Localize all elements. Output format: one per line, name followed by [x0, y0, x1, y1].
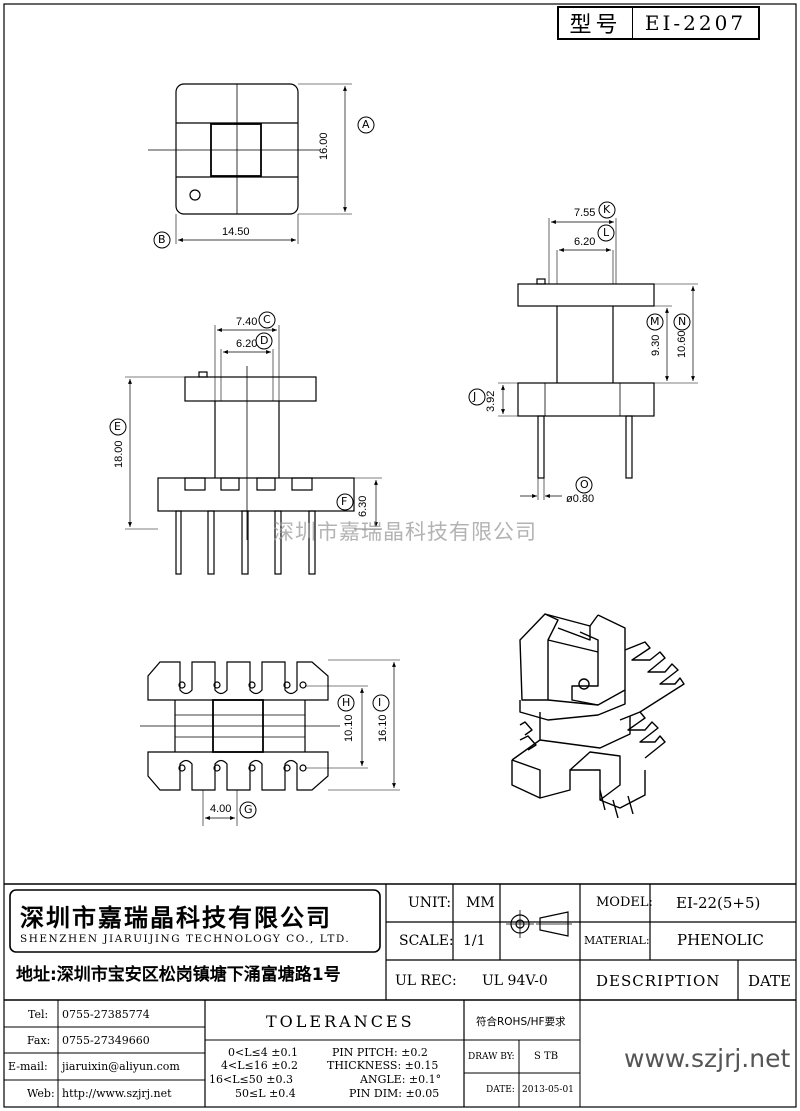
callout-k: K	[603, 203, 611, 216]
tolerance-range: 0<L≤4 ±0.1	[228, 1046, 298, 1059]
scale-label: SCALE:	[399, 933, 454, 949]
watermark: 深圳市嘉瑞晶科技有限公司	[273, 520, 537, 544]
date-column-label: DATE	[748, 972, 791, 990]
description-label: DESCRIPTION	[596, 972, 721, 990]
scale-value: 1/1	[463, 933, 486, 949]
tolerance-spec: THICKNESS: ±0.15	[327, 1059, 439, 1072]
ul-rec-label: UL REC:	[395, 973, 457, 989]
tolerance-spec: PIN PITCH: ±0.2	[332, 1046, 428, 1059]
material-label: MATERIAL:	[584, 934, 650, 947]
dim-front-inner: 6.20	[236, 338, 258, 350]
contact-email[interactable]: jiaruixin@aliyun.com	[62, 1060, 180, 1073]
model-label: MODEL:	[596, 895, 653, 910]
title-block-grid	[4, 883, 796, 1107]
model-header: 型号 EI-2207	[557, 6, 760, 40]
company-address: 地址:深圳市宝安区松岗镇塘下涌富塘路1号	[16, 965, 341, 985]
dim-side-h2: 10.60	[676, 330, 688, 358]
dim-side-inner: 6.20	[574, 236, 596, 248]
tolerance-range: 16<L≤50 ±0.3	[209, 1073, 293, 1086]
dim-bottom-outer: 16.10	[377, 714, 389, 742]
callout-d: D	[260, 334, 269, 347]
side-view	[498, 218, 698, 500]
callout-l: L	[603, 226, 610, 239]
model-header-value: EI-2207	[644, 11, 747, 35]
sheet-border	[3, 3, 797, 1108]
dim-front-height: 18.00	[113, 440, 125, 468]
contact-label: Fax:	[27, 1034, 51, 1047]
rohs-note: 符合ROHS/HF要求	[476, 1016, 566, 1028]
contact-label: Web:	[27, 1087, 55, 1100]
callout-b: B	[158, 233, 166, 246]
projection-symbol-icon	[506, 910, 572, 938]
website-large[interactable]: www.szjrj.net	[624, 1044, 791, 1073]
model-header-label: 型号	[559, 8, 633, 38]
top-view	[148, 83, 352, 244]
dim-top-width: 14.50	[222, 226, 250, 238]
dim-pin-diameter: ø0.80	[566, 493, 595, 505]
dim-pin-pitch: 4.00	[210, 803, 232, 815]
date-field-label: DATE:	[486, 1085, 515, 1095]
callout-e: E	[114, 420, 121, 433]
callout-a: A	[362, 118, 370, 131]
contact-value: 0755-27349660	[62, 1034, 150, 1047]
contact-value: 0755-27385774	[62, 1008, 150, 1021]
date-value: 2013-05-01	[522, 1085, 574, 1095]
callout-i: I	[378, 696, 382, 709]
unit-label: UNIT:	[408, 895, 452, 911]
unit-value: MM	[466, 895, 495, 911]
contact-web[interactable]: http://www.szjrj.net	[62, 1087, 172, 1100]
callout-o: O	[580, 478, 589, 491]
company-name-cn: 深圳市嘉瑞晶科技有限公司	[20, 904, 332, 932]
isometric-view	[511, 613, 685, 819]
contact-label: Tel:	[28, 1008, 49, 1021]
contact-label: E-mail:	[8, 1060, 48, 1073]
callout-g: G	[244, 803, 253, 816]
dim-front-base: 6.30	[357, 495, 369, 517]
callout-circles	[109, 116, 691, 819]
dim-top-height: 16.00	[318, 132, 330, 160]
front-view	[125, 325, 382, 575]
company-name-en: SHENZHEN JIARUIJING TECHNOLOGY CO., LTD.	[20, 933, 351, 945]
tolerance-spec: PIN DIM: ±0.05	[349, 1087, 440, 1100]
tolerances-title: TOLERANCES	[266, 1012, 415, 1031]
material-value: PHENOLIC	[677, 931, 764, 949]
draw-by-value: S TB	[534, 1051, 559, 1062]
dim-front-outer: 7.40	[236, 316, 258, 328]
model-value: EI-22(5+5)	[676, 894, 761, 912]
dim-side-h1: 9.30	[650, 334, 662, 356]
dim-side-outer: 7.55	[574, 207, 596, 219]
tolerance-range: 4<L≤16 ±0.2	[221, 1059, 298, 1072]
bottom-view	[140, 659, 400, 826]
callout-j: J	[473, 390, 477, 403]
dim-side-base: 3.92	[485, 390, 497, 412]
callout-n: N	[678, 315, 687, 328]
draw-by-label: DRAW BY:	[468, 1052, 515, 1062]
tolerance-range: 50≤L ±0.4	[235, 1087, 296, 1100]
callout-c: C	[263, 313, 271, 326]
callout-h: H	[342, 696, 351, 709]
callout-f: F	[341, 495, 348, 508]
callout-m: M	[650, 315, 660, 328]
ul-rec-value: UL 94V-0	[482, 973, 548, 989]
tolerance-spec: ANGLE: ±0.1°	[360, 1073, 442, 1086]
dim-bottom-inner: 10.10	[343, 714, 355, 742]
